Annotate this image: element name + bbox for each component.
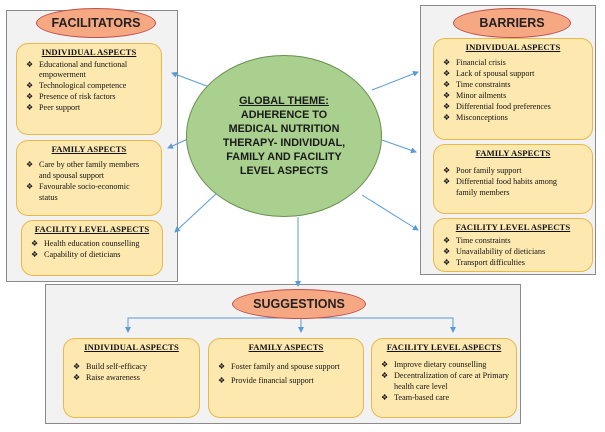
- list-item: ❖Misconceptions: [443, 113, 508, 122]
- arrow-to-facilitators-individual: [171, 71, 213, 89]
- facilitators-individual-box: INDIVIDUAL ASPECTS ❖Educational and func…: [16, 43, 162, 135]
- list-item: ❖Provide financial support: [218, 376, 314, 385]
- suggestions-facility-box: FACILITY LEVEL ASPECTS ❖Improve dietary …: [371, 338, 517, 418]
- arrow-to-barriers-individual: [371, 71, 419, 91]
- list-item: ❖Financial crisis: [443, 58, 506, 67]
- arrow-to-facilitators-facility: [174, 191, 219, 233]
- global-theme-line: FAMILY AND FACILITY: [226, 151, 342, 163]
- diamond-bullet-icon: ❖: [443, 58, 451, 67]
- list-item: family members: [456, 188, 510, 197]
- list-item: ❖Unavailability of dieticians: [443, 247, 546, 256]
- diamond-bullet-icon: ❖: [218, 362, 226, 371]
- bullet-list: ❖Foster family and spouse support ❖Provi…: [215, 362, 357, 386]
- bullet-list: ❖Improve dietary counselling ❖Decentrali…: [378, 360, 510, 403]
- arrow-to-barriers-family: [381, 139, 417, 154]
- list-item: ❖Technological competence: [26, 81, 127, 90]
- list-item: ❖Capability of dieticians: [31, 250, 121, 259]
- list-item: ❖Improve dietary counselling: [381, 360, 487, 369]
- bullet-list: ❖Educational and functional empowerment …: [23, 60, 155, 113]
- global-theme-line: THERAPY- INDIVIDUAL,: [222, 137, 346, 149]
- diamond-bullet-icon: ❖: [26, 60, 34, 69]
- diamond-bullet-icon: ❖: [26, 160, 34, 169]
- diamond-bullet-icon: ❖: [26, 182, 34, 191]
- list-item: ❖Poor family support: [443, 166, 522, 175]
- diamond-bullet-icon: ❖: [218, 376, 226, 385]
- list-item: ❖Raise awareness: [73, 373, 140, 382]
- list-item: ❖Care by other family members: [26, 160, 140, 169]
- diamond-bullet-icon: ❖: [26, 103, 34, 112]
- section-heading: INDIVIDUAL ASPECTS: [84, 342, 179, 352]
- bullet-list: ❖Health education counselling ❖Capabilit…: [28, 239, 156, 260]
- diamond-bullet-icon: ❖: [73, 362, 81, 371]
- bullet-list: ❖Poor family support ❖Differential food …: [440, 166, 586, 198]
- suggestions-title: SUGGESTIONS: [232, 289, 366, 319]
- section-heading: FACILITY LEVEL ASPECTS: [34, 224, 150, 234]
- list-item: ❖Lack of spousal support: [443, 69, 535, 78]
- bullet-list: ❖Build self-efficacy ❖Raise awareness: [70, 362, 193, 383]
- diamond-bullet-icon: ❖: [443, 177, 451, 186]
- section-heading: FAMILY ASPECTS: [51, 144, 127, 154]
- diamond-bullet-icon: ❖: [26, 81, 34, 90]
- diamond-bullet-icon: ❖: [443, 247, 451, 256]
- list-item: and spousal support: [39, 171, 105, 180]
- global-theme-line: LEVEL ASPECTS: [239, 165, 329, 177]
- list-item: status: [39, 193, 58, 202]
- list-item: ❖Differential food preferences: [443, 102, 551, 111]
- section-heading: INDIVIDUAL ASPECTS: [41, 47, 137, 57]
- list-item: ❖Differential food habits among: [443, 177, 558, 186]
- section-heading: FACILITY LEVEL ASPECTS: [386, 342, 502, 352]
- list-item: ❖Time constraints: [443, 236, 511, 245]
- list-item: ❖Peer support: [26, 103, 81, 112]
- diamond-bullet-icon: ❖: [381, 393, 389, 402]
- diamond-bullet-icon: ❖: [443, 80, 451, 89]
- diamond-bullet-icon: ❖: [443, 102, 451, 111]
- diamond-bullet-icon: ❖: [443, 113, 451, 122]
- list-item: ❖Decentralization of care at Primary: [381, 371, 510, 380]
- list-item: ❖Favourable socio-economic: [26, 182, 130, 191]
- list-item: ❖Team-based care: [381, 393, 450, 402]
- barriers-facility-box: FACILITY LEVEL ASPECTS ❖Time constraints…: [433, 218, 593, 272]
- diamond-bullet-icon: ❖: [381, 371, 389, 380]
- list-item: health care level: [394, 382, 448, 391]
- barriers-individual-box: INDIVIDUAL ASPECTS ❖Financial crisis ❖La…: [433, 38, 593, 140]
- list-item: ❖Time constraints: [443, 80, 511, 89]
- list-item: ❖Build self-efficacy: [73, 362, 148, 371]
- arrow-to-barriers-facility: [361, 194, 419, 231]
- barriers-title: BARRIERS: [453, 8, 571, 38]
- section-heading: FAMILY ASPECTS: [248, 342, 324, 352]
- suggestions-family-box: FAMILY ASPECTS ❖Foster family and spouse…: [208, 338, 364, 418]
- global-theme-line: MEDICAL NUTRITION: [228, 123, 340, 135]
- suggestions-individual-box: INDIVIDUAL ASPECTS ❖Build self-efficacy …: [63, 338, 200, 418]
- diamond-bullet-icon: ❖: [31, 239, 39, 248]
- barriers-family-box: FAMILY ASPECTS ❖Poor family support ❖Dif…: [433, 144, 593, 214]
- global-theme-line: ADHERENCE TO: [240, 109, 328, 121]
- diamond-bullet-icon: ❖: [443, 69, 451, 78]
- list-item: ❖Health education counselling: [31, 239, 140, 248]
- bullet-list: ❖Financial crisis ❖Lack of spousal suppo…: [440, 58, 586, 123]
- section-heading: FACILITY LEVEL ASPECTS: [455, 222, 571, 232]
- diamond-bullet-icon: ❖: [73, 373, 81, 382]
- bullet-list: ❖Care by other family members and spousa…: [23, 160, 155, 203]
- list-item: ❖Minor ailments: [443, 91, 507, 100]
- list-item: ❖Foster family and spouse support: [218, 362, 340, 371]
- list-item: ❖Transport difficulties: [443, 258, 525, 267]
- global-theme-circle: GLOBAL THEME: ADHERENCE TO MEDICAL NUTRI…: [186, 55, 382, 217]
- diamond-bullet-icon: ❖: [443, 236, 451, 245]
- diamond-bullet-icon: ❖: [443, 166, 451, 175]
- facilitators-title: FACILITATORS: [36, 8, 156, 38]
- diamond-bullet-icon: ❖: [26, 92, 34, 101]
- facilitators-family-box: FAMILY ASPECTS ❖Care by other family mem…: [16, 140, 162, 216]
- list-item: ❖Presence of risk factors: [26, 92, 116, 101]
- section-heading: INDIVIDUAL ASPECTS: [465, 42, 561, 52]
- global-theme-title: GLOBAL THEME:: [239, 95, 329, 107]
- diamond-bullet-icon: ❖: [443, 91, 451, 100]
- list-item: empowerment: [39, 70, 86, 79]
- diamond-bullet-icon: ❖: [381, 360, 389, 369]
- list-item: ❖Educational and functional: [26, 60, 128, 69]
- facilitators-facility-box: FACILITY LEVEL ASPECTS ❖Health education…: [21, 220, 163, 276]
- bullet-list: ❖Time constraints ❖Unavailability of die…: [440, 236, 586, 268]
- diamond-bullet-icon: ❖: [31, 250, 39, 259]
- section-heading: FAMILY ASPECTS: [475, 148, 551, 158]
- diamond-bullet-icon: ❖: [443, 258, 451, 267]
